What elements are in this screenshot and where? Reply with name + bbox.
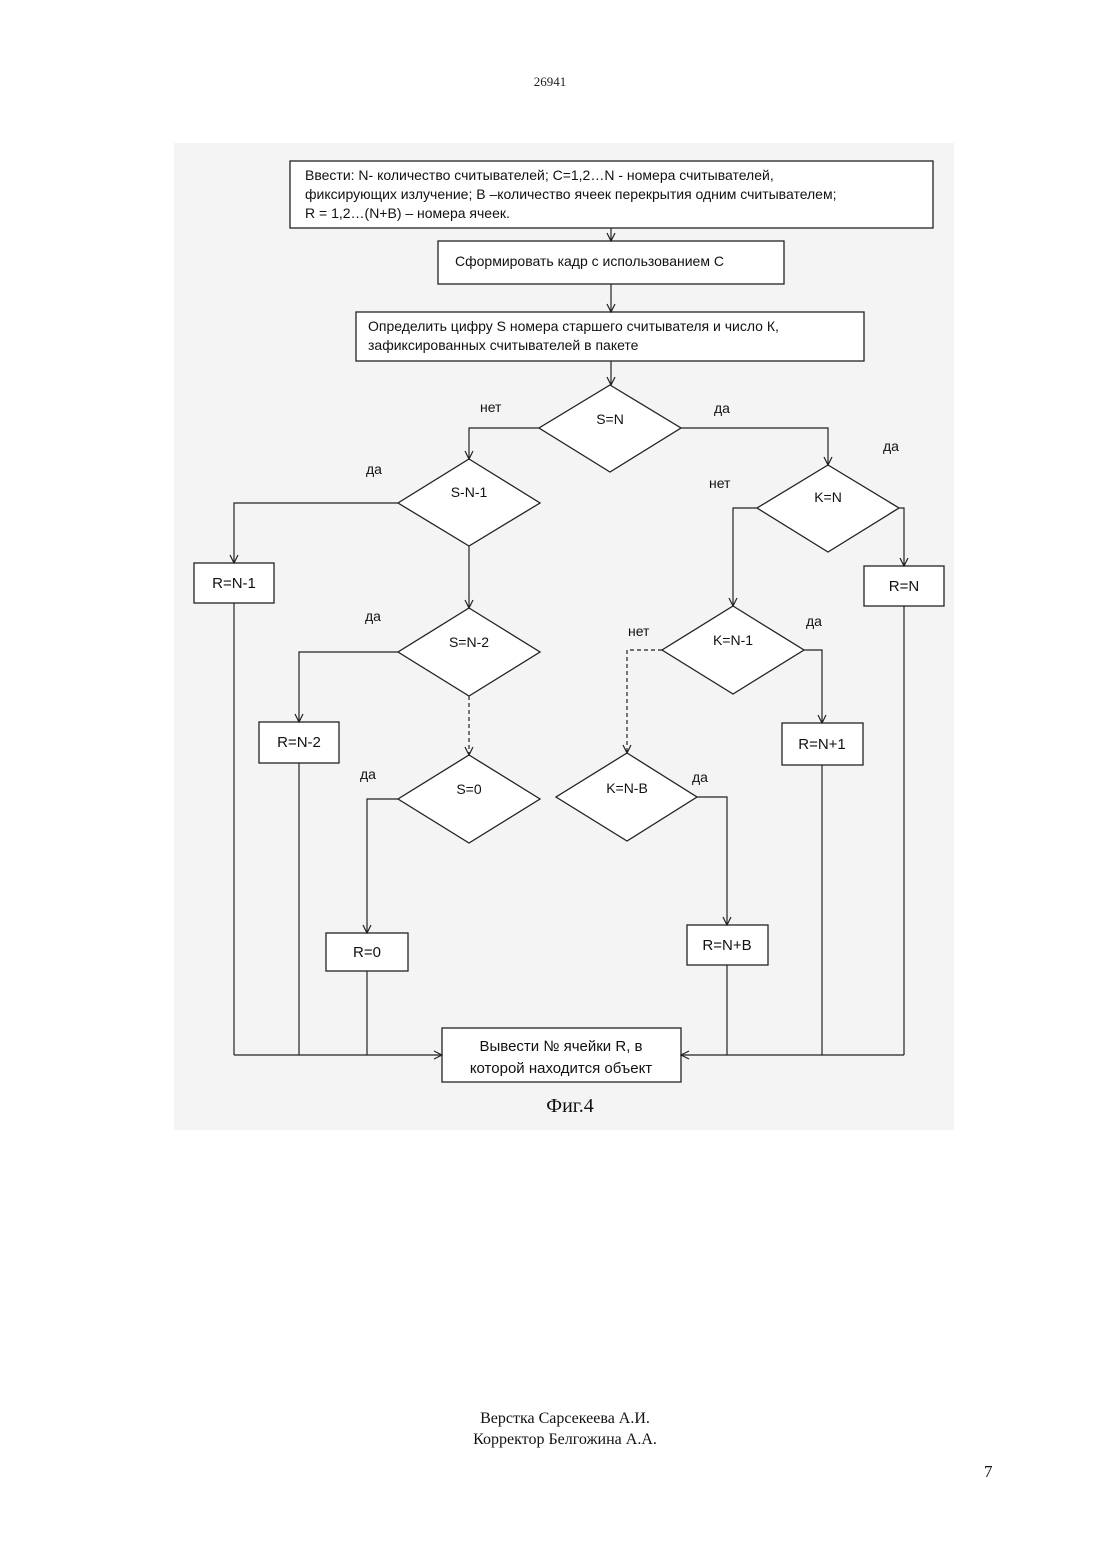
label-k-n-b-yes: да — [692, 769, 708, 785]
decision-k-n-1 — [662, 606, 804, 694]
decision-s-0 — [398, 755, 540, 843]
connector-s-eq-n-yes — [681, 428, 828, 465]
decision-s-n-1-label: S-N-1 — [451, 484, 488, 500]
connector-s-eq-n-no — [469, 428, 539, 459]
determine-line-2: зафиксированных считывателей в пакете — [368, 337, 639, 353]
decision-k-eq-n — [757, 465, 899, 552]
decision-k-n-b-label: K=N-B — [606, 780, 648, 796]
decision-k-eq-n-label: K=N — [814, 489, 842, 505]
decision-s-n-2 — [398, 608, 540, 696]
label-s-eq-n-yes: да — [714, 400, 730, 416]
decision-s-n-1 — [398, 459, 540, 546]
label-s-n-2-yes: да — [365, 608, 381, 624]
decision-s-eq-n — [539, 385, 681, 472]
result-r-n-2-label: R=N-2 — [277, 734, 321, 751]
credits-block: Верстка Сарсекеева А.И. Корректор Белгож… — [0, 1408, 1100, 1450]
decision-k-n-b — [556, 753, 697, 841]
label-k-eq-n-yes: да — [883, 438, 899, 454]
decision-s-n-2-label: S=N-2 — [449, 634, 489, 650]
label-k-n-1-no: нет — [628, 623, 650, 639]
figure-caption: Фиг.4 — [0, 1095, 1100, 1118]
label-k-n-1-yes: да — [806, 613, 822, 629]
result-r-0-label: R=0 — [353, 944, 381, 961]
input-line-3: R = 1,2…(N+B) – номера ячеек. — [305, 205, 510, 221]
label-s-eq-n-no: нет — [480, 399, 502, 415]
page-number: 7 — [984, 1462, 993, 1482]
determine-line-1: Определить цифру S номера старшего считы… — [368, 318, 779, 334]
decision-s-eq-n-label: S=N — [596, 411, 624, 427]
result-r-n-plus-1-label: R=N+1 — [798, 736, 846, 753]
label-k-eq-n-no: нет — [709, 475, 731, 491]
result-r-n-1-label: R=N-1 — [212, 575, 256, 592]
label-s-0-yes: да — [360, 766, 376, 782]
connector-k-n-1-no — [627, 650, 662, 753]
decision-k-n-1-label: K=N-1 — [713, 632, 753, 648]
connector-k-n-b-yes — [697, 797, 727, 925]
credits-layout: Верстка Сарсекеева А.И. — [0, 1408, 1100, 1429]
decision-s-0-label: S=0 — [456, 781, 482, 797]
output-line-1: Вывести № ячейки R, в — [479, 1038, 642, 1055]
output-line-2: которой находится объект — [470, 1060, 652, 1077]
form-frame-text: Сформировать кадр с использованием С — [455, 253, 724, 269]
connector-k-eq-n-no — [733, 508, 757, 606]
label-s-n-1-yes: да — [366, 461, 382, 477]
connector-s-n-1-yes — [234, 503, 398, 563]
connector-s-n-2-yes — [299, 652, 398, 722]
connector-k-eq-n-yes — [899, 508, 904, 566]
input-line-1: Ввести: N- количество считывателей; С=1,… — [305, 167, 774, 183]
result-r-n-plus-b-label: R=N+B — [702, 937, 751, 954]
connector-k-n-1-yes — [804, 650, 822, 723]
credits-corrector: Корректор Белгожина А.А. — [0, 1429, 1100, 1450]
connector-s-0-yes — [367, 799, 398, 933]
input-line-2: фиксирующих излучение; В –количество яче… — [305, 186, 837, 202]
result-r-n-label: R=N — [889, 578, 919, 595]
